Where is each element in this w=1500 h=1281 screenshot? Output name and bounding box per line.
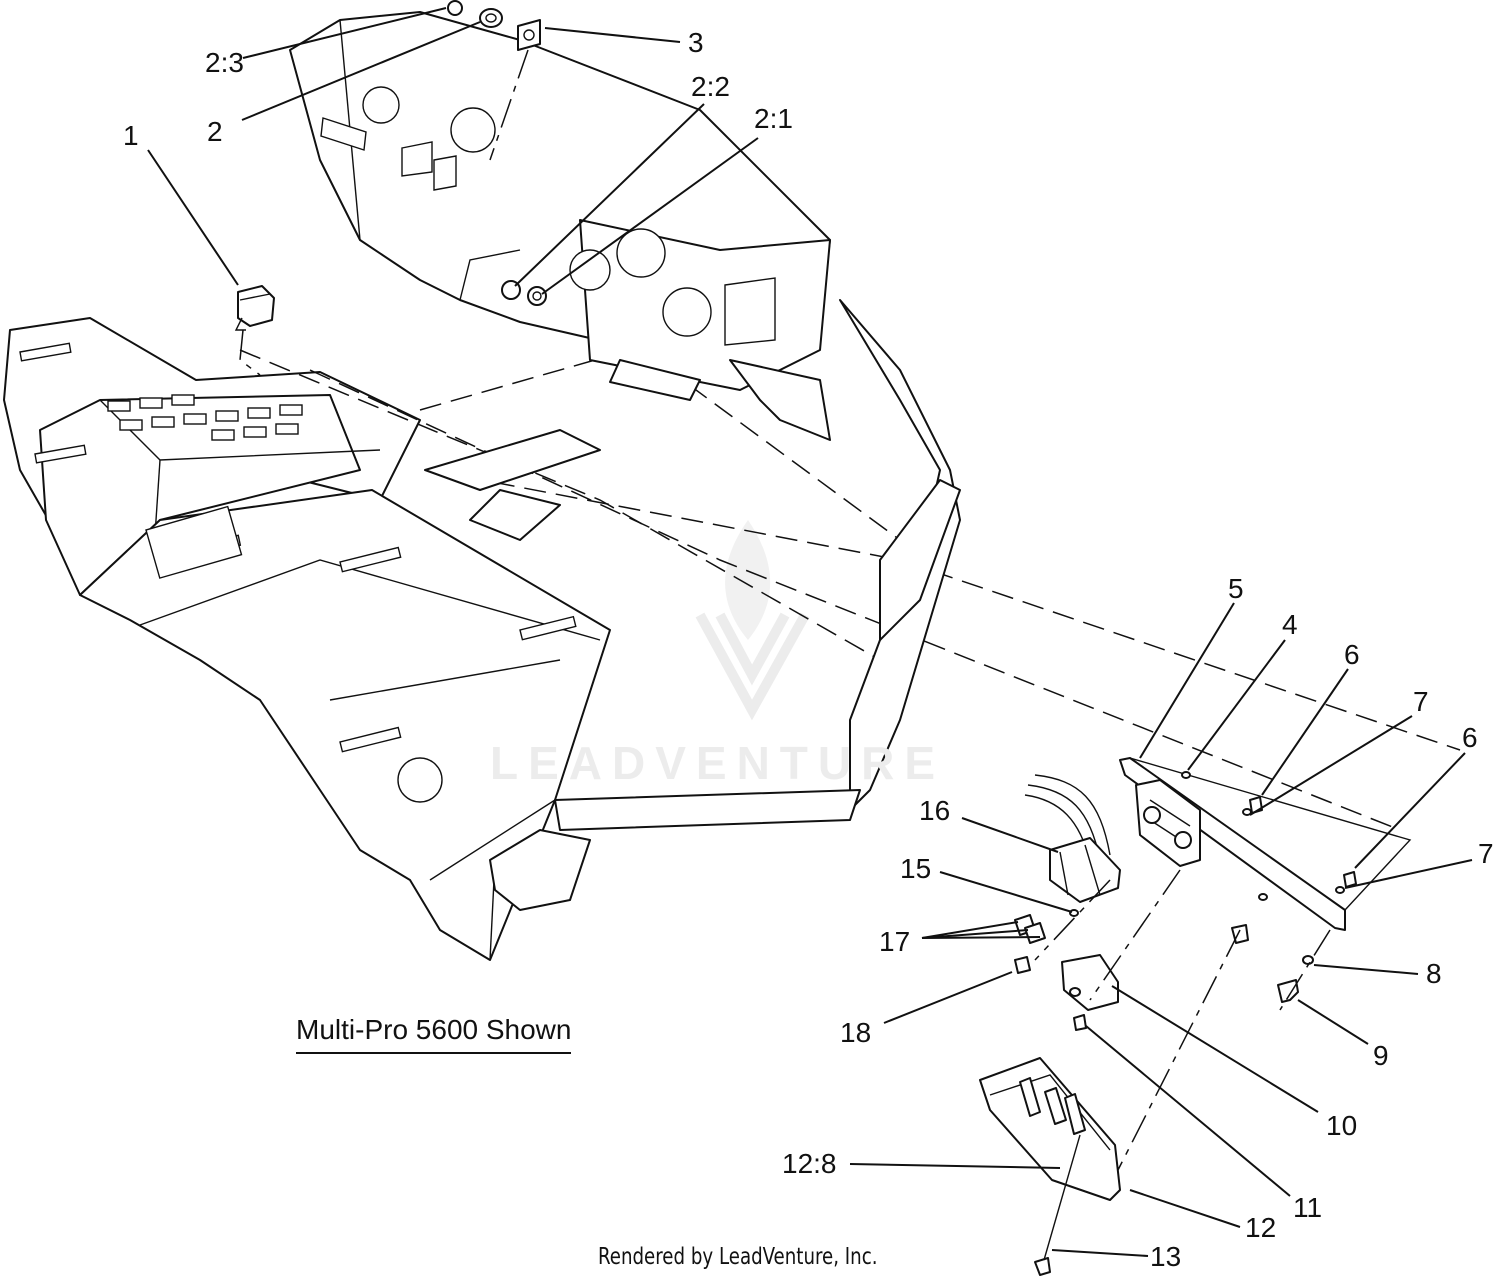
callout-7-lower: 7	[1478, 838, 1494, 869]
callout-11: 11	[1293, 1192, 1323, 1223]
callout-10: 10	[1326, 1110, 1358, 1141]
callout-17: 17	[879, 926, 911, 957]
callout-3: 3	[688, 27, 704, 58]
callout-9: 9	[1373, 1040, 1389, 1071]
callout-2: 2	[207, 116, 223, 147]
callout-12-8: 12:8	[782, 1148, 837, 1179]
part-grommet-2-1	[527, 286, 547, 306]
callout-6-lower: 6	[1462, 722, 1478, 753]
part-bezel	[489, 19, 541, 161]
callout-6-upper: 6	[1344, 639, 1360, 670]
model-caption: Multi-Pro 5600 Shown	[296, 1014, 572, 1054]
callout-18: 18	[840, 1017, 872, 1048]
part-relay	[1061, 954, 1119, 1011]
callout-5: 5	[1228, 573, 1244, 604]
part-fuse-block	[979, 1057, 1121, 1201]
callout-2-1: 2:1	[754, 103, 793, 134]
callout-1: 1	[123, 120, 139, 151]
callout-7-upper: 7	[1413, 686, 1429, 717]
callout-2-3: 2:3	[205, 47, 244, 78]
part-long-bolt	[1034, 1134, 1081, 1276]
callout-2-2: 2:2	[691, 71, 730, 102]
leader-lines	[147, 7, 1473, 1257]
callout-4: 4	[1282, 609, 1298, 640]
callout-15: 15	[900, 853, 932, 884]
part-relay-plate	[1119, 757, 1412, 931]
chassis-frame	[3, 11, 1461, 961]
part-indicator-lamp	[479, 8, 503, 28]
render-credit: Rendered by LeadVenture, Inc.	[598, 1244, 878, 1270]
callout-12: 12	[1245, 1212, 1277, 1243]
callout-8: 8	[1426, 958, 1442, 989]
switch-box-openings	[107, 394, 303, 441]
part-lens-cap	[447, 0, 463, 16]
part-washers-nuts	[1181, 771, 1357, 1003]
part-rocker-switch	[234, 285, 275, 376]
part-harness-connector	[1024, 774, 1121, 917]
part-terminals	[1014, 914, 1046, 944]
part-screw	[1073, 1014, 1087, 1031]
callout-16: 16	[919, 795, 951, 826]
part-nut	[1014, 956, 1031, 974]
callout-13: 13	[1150, 1241, 1182, 1272]
watermark-text: LEADVENTURE	[490, 737, 946, 789]
watermark-logo	[695, 520, 810, 721]
